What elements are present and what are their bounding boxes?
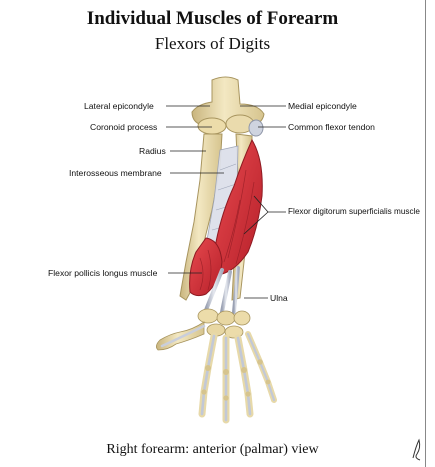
label-ulna: Ulna — [270, 293, 288, 303]
artist-signature — [410, 436, 424, 462]
label-lateral-epicondyle: Lateral epicondyle — [84, 101, 154, 111]
figure-caption: Right forearm: anterior (palmar) view — [0, 442, 425, 458]
frame-border — [425, 0, 426, 467]
label-common-flexor-tendon: Common flexor tendon — [288, 122, 375, 132]
label-interosseous-membrane: Interosseous membrane — [69, 168, 162, 178]
label-radius: Radius — [139, 146, 166, 156]
label-coronoid-process: Coronoid process — [90, 122, 157, 132]
carpal-bones — [198, 309, 250, 338]
fingers — [202, 334, 274, 420]
label-flexor-pollicis-longus: Flexor pollicis longus muscle — [48, 268, 157, 278]
figure-subtitle: Flexors of Digits — [0, 34, 425, 54]
thumb — [156, 322, 204, 350]
label-medial-epicondyle: Medial epicondyle — [288, 101, 357, 111]
label-flexor-digitorum-superficialis: Flexor digitorum superficialis muscle — [288, 207, 420, 217]
forearm-illustration — [0, 0, 425, 467]
figure-title: Individual Muscles of Forearm — [0, 8, 425, 30]
